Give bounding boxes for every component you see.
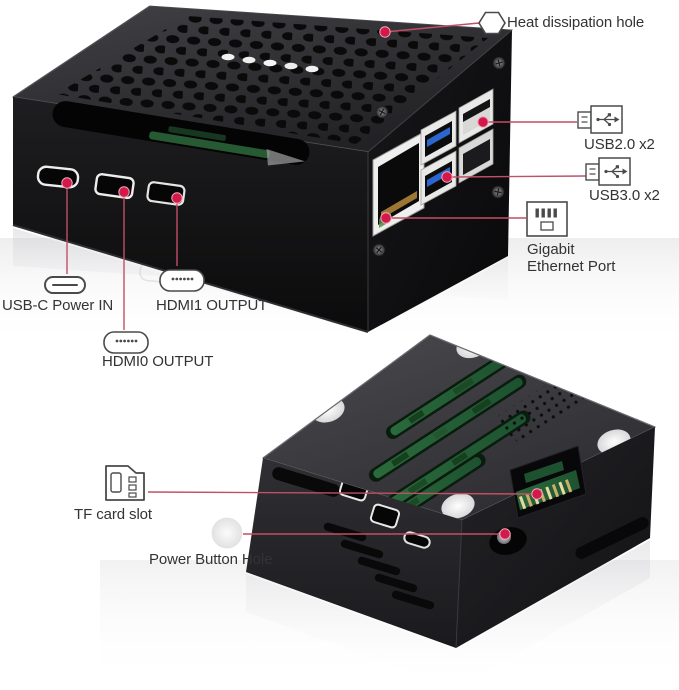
usb-c-power-label: USB-C Power IN: [2, 297, 114, 314]
hdmi1-label: HDMI1 OUTPUT: [156, 297, 268, 314]
rj45-port-icon: [526, 201, 568, 237]
bottom-plate-vents: [311, 335, 631, 520]
ethernet-label-line1: Gigabit: [527, 241, 575, 258]
hexagon-icon: [478, 11, 506, 35]
micro-hdmi-port: [369, 503, 401, 529]
heat-dissipation-dot: [379, 26, 391, 38]
perforation-dots: [492, 376, 588, 444]
top-case: [11, 5, 514, 333]
ethernet-label-line2: Ethernet Port: [527, 258, 616, 275]
ethernet-label: Gigabit Ethernet Port: [527, 241, 615, 275]
hdmi1-dot: [171, 192, 183, 204]
case-screws: [372, 56, 506, 257]
usb-c-power-port: [36, 165, 80, 189]
hdmi0-dot: [118, 186, 130, 198]
callout-lines: [66, 22, 587, 535]
hdmi0-label: HDMI0 OUTPUT: [102, 353, 214, 370]
ethernet-dot: [380, 212, 392, 224]
power-button-circle-icon: [211, 517, 243, 549]
ethernet-port: [372, 131, 425, 237]
bottom-case-right-face: [456, 427, 655, 648]
usb-c-port: [403, 531, 431, 549]
bottom-front-details: [272, 467, 435, 610]
usb2-label: USB2.0 x2: [584, 136, 655, 153]
front-vent-slot: [52, 101, 310, 166]
usb-c-dot: [61, 177, 73, 189]
usb3-ports: [420, 110, 457, 206]
usb-c-connector-icon: [44, 276, 86, 294]
callout-dots: [61, 26, 543, 540]
bottom-case: [246, 334, 657, 649]
usb3-label: USB3.0 x2: [589, 187, 660, 204]
heat-dissipation-label: Heat dissipation hole: [507, 14, 645, 31]
power-button-label: Power Button Hole: [149, 551, 273, 568]
tf-card-icon: [105, 465, 145, 501]
usb2-dot: [477, 116, 489, 128]
power-button-dot: [499, 528, 511, 540]
tf-card-dot: [531, 488, 543, 500]
legend-icons: [44, 11, 631, 549]
usb2-ports: [458, 88, 494, 184]
tf-card-label: TF card slot: [74, 506, 152, 523]
usb3-dot: [441, 171, 453, 183]
